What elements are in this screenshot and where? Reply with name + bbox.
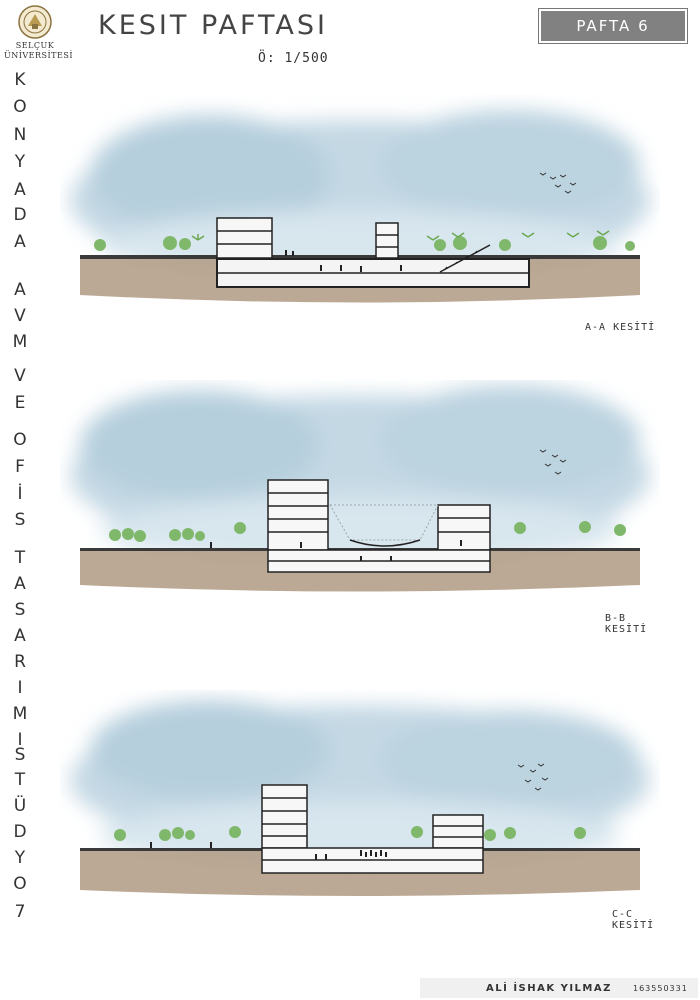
side-letter: O: [13, 430, 27, 450]
birds: [539, 172, 577, 194]
logo-text-2: ÜNİVERSİTESİ: [4, 51, 73, 60]
section-c-c-drawing: [70, 700, 650, 896]
sky: [70, 700, 650, 870]
side-letter: N: [13, 125, 27, 145]
side-letter: I: [17, 730, 23, 750]
page-title: KESIT PAFTASI: [98, 10, 328, 41]
people: [285, 250, 402, 272]
side-letter: A: [14, 280, 26, 300]
sky: [70, 110, 650, 280]
student-number: 163550331: [633, 984, 688, 993]
side-letter: T: [14, 548, 26, 568]
side-letter: Y: [14, 848, 26, 868]
side-letter: S: [14, 600, 26, 620]
section-a-a-drawing: [70, 110, 650, 303]
side-letter: O: [13, 874, 27, 894]
side-letter: R: [14, 652, 26, 672]
section-c-c: C-C KESİTİ: [60, 690, 660, 931]
side-letter: 7: [14, 902, 26, 922]
side-letter: S: [14, 510, 26, 530]
section-label-a-a: A-A KESİTİ: [585, 322, 656, 333]
side-letter: O: [13, 97, 27, 117]
section-label-b-b: B-B KESİTİ: [605, 613, 648, 635]
side-letter: M: [12, 332, 28, 352]
university-logo: SELÇUK ÜNİVERSİTESİ: [4, 4, 73, 68]
side-letter: Ü: [13, 796, 27, 816]
sheet-number-box: PAFTA 6: [538, 8, 688, 44]
seal-icon: [18, 5, 52, 39]
side-letter: E: [14, 393, 26, 413]
logo-text-1: SELÇUK: [15, 41, 55, 50]
section-b-b: B-B KESİTİ: [60, 380, 660, 635]
sky: [70, 385, 650, 565]
side-letter: Y: [14, 152, 26, 172]
side-letter: S: [14, 745, 26, 765]
side-letter: F: [15, 457, 25, 477]
side-letter: İ: [17, 484, 23, 504]
side-letter: A: [14, 180, 26, 200]
side-letter: V: [14, 306, 26, 326]
side-letter: I: [17, 678, 23, 698]
side-letter: T: [14, 770, 26, 790]
sheet-number: PAFTA 6: [541, 11, 685, 41]
side-letter: D: [13, 822, 27, 842]
scale-label: Ö: 1/500: [258, 51, 329, 66]
section-a-a: A-A KESİTİ: [60, 95, 660, 333]
side-letter: M: [12, 704, 28, 724]
author-name: ALİ İSHAK YILMAZ: [486, 983, 612, 994]
side-letter: V: [14, 366, 26, 386]
footer-bar: [420, 978, 698, 998]
side-letter: A: [14, 626, 26, 646]
side-letter: K: [14, 70, 26, 90]
section-b-b-drawing: [70, 385, 650, 592]
section-label-c-c: C-C KESİTİ: [612, 909, 655, 931]
trees: [94, 236, 635, 251]
side-letter: A: [14, 232, 26, 252]
palms: [191, 230, 610, 241]
side-letter: A: [14, 574, 26, 594]
side-letter: D: [13, 205, 27, 225]
